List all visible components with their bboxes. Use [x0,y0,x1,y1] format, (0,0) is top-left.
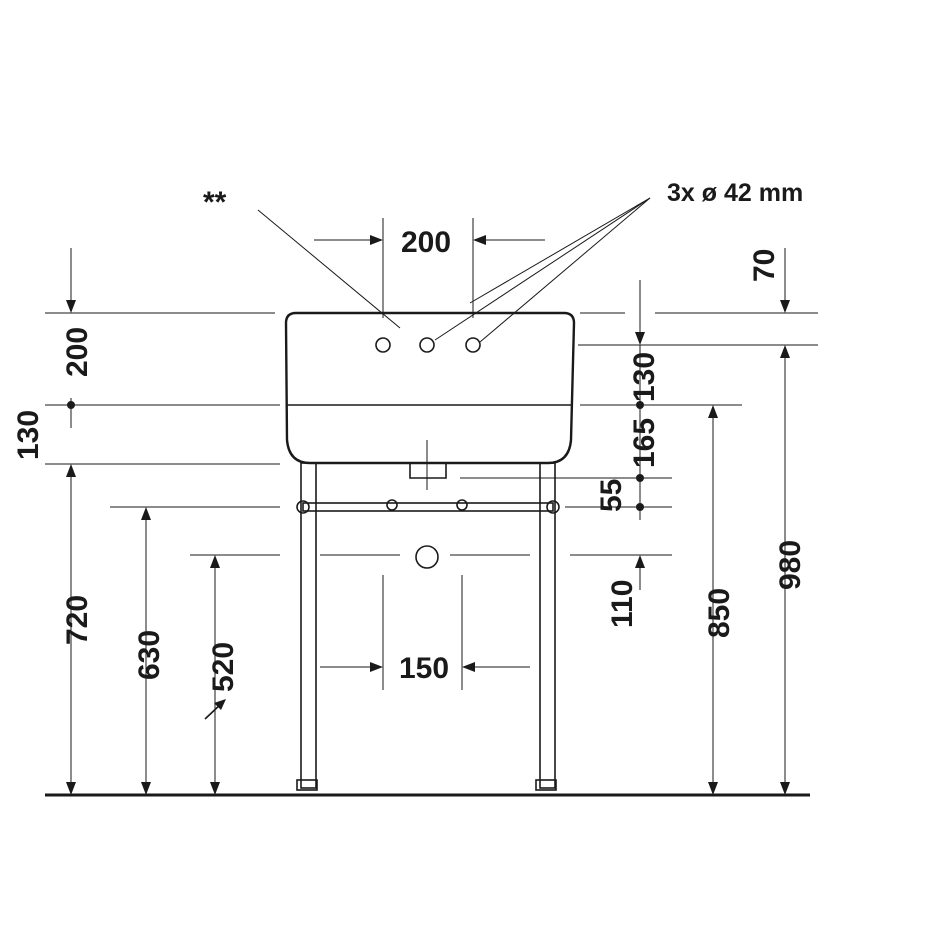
label-right-55: 55 [595,479,628,512]
label-right-980: 980 [774,540,807,590]
dimension-labels: 3x ø 42 mm ** 200 150 70 200 130 720 630… [12,179,807,692]
label-left-720: 720 [61,595,94,645]
leader-lines [204,197,651,720]
label-left-130: 130 [12,410,45,460]
basin-body [284,311,576,479]
dimension-lines [66,235,790,795]
label-top-200: 200 [401,226,451,259]
label-left-520: 520 [207,642,240,692]
tap-holes [375,337,481,353]
tap-hole-right [465,337,481,353]
dimension-dots [67,401,644,511]
tap-hole-center [419,337,435,353]
fixing-points [386,499,468,569]
metal-stand [296,462,560,791]
label-right-110: 110 [606,580,639,628]
extension-lines [45,218,818,690]
label-right-130: 130 [628,352,661,402]
label-left-630: 630 [133,630,166,680]
label-right-165: 165 [628,418,661,468]
waste-outlet [415,545,439,569]
label-left-200: 200 [61,327,94,377]
holes-note: 3x ø 42 mm [667,179,803,207]
label-70: 70 [748,249,781,282]
tap-hole-left [375,337,391,353]
label-150: 150 [399,652,449,685]
asterisks-note: ** [203,186,227,219]
label-right-850: 850 [703,588,736,638]
